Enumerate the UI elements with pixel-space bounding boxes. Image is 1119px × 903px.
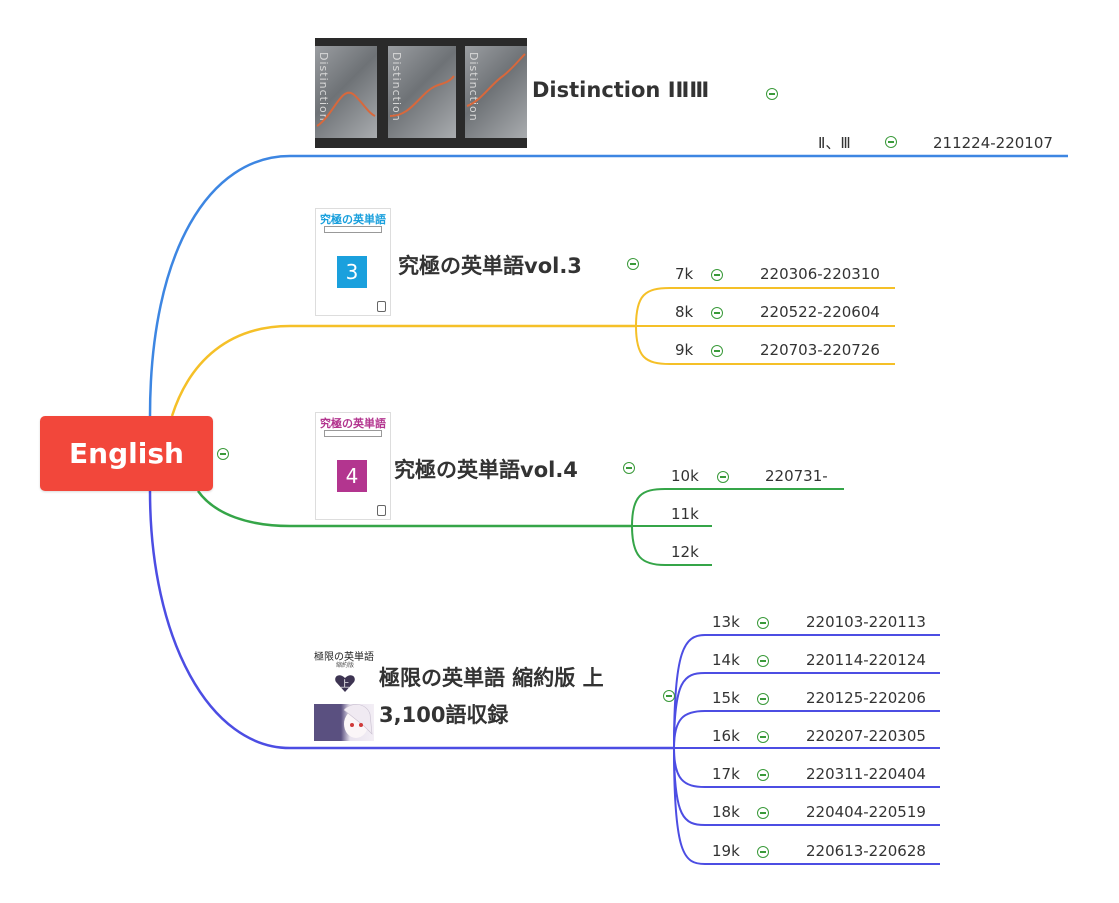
- leaf-date[interactable]: 220522-220604: [760, 303, 880, 321]
- kyokugen-collapse-icon[interactable]: [663, 690, 675, 702]
- leaf-label[interactable]: 12k: [671, 543, 699, 561]
- leaf-date[interactable]: 220207-220305: [806, 727, 926, 745]
- cover-title: 究極の英単語: [320, 213, 386, 226]
- distinction-cover-3: Distinction: [465, 46, 527, 138]
- leaf-collapse-icon[interactable]: [757, 807, 769, 819]
- leaf-label[interactable]: 17k: [712, 765, 740, 783]
- branch-title-distinction[interactable]: Distinction ⅠⅡⅢ: [532, 78, 710, 102]
- branch-line-distinction: [148, 154, 1068, 417]
- kyukyoku-4-collapse-icon[interactable]: [623, 462, 635, 474]
- distinction-cover-image: Distinction Distinction Distinction: [315, 38, 527, 148]
- leaf-collapse-icon[interactable]: [757, 693, 769, 705]
- leaf-label[interactable]: 10k: [671, 467, 699, 485]
- leaf-collapse-icon[interactable]: [885, 136, 897, 148]
- leaf-date[interactable]: 220125-220206: [806, 689, 926, 707]
- kyukyoku-4-cover-image: 究極の英単語 4: [315, 412, 391, 520]
- kyukyoku-3-collapse-icon[interactable]: [627, 258, 639, 270]
- branch-line-kyukyoku-4: [196, 490, 632, 528]
- root-node[interactable]: English: [40, 416, 213, 491]
- leaf-label[interactable]: 16k: [712, 727, 740, 745]
- leaf-collapse-icon[interactable]: [757, 846, 769, 858]
- leaf-label[interactable]: 7k: [675, 265, 694, 283]
- leaf-date[interactable]: 220311-220404: [806, 765, 926, 783]
- cover-number: 4: [337, 460, 367, 492]
- cover-title: 究極の英単語: [320, 417, 386, 430]
- branch-title-kyokugen-line1[interactable]: 極限の英単語 縮約版 上: [379, 666, 604, 690]
- leaf-label[interactable]: 18k: [712, 803, 740, 821]
- leaf-date[interactable]: 220306-220310: [760, 265, 880, 283]
- cover-title: 極限の英単語: [314, 652, 374, 663]
- leaf-label[interactable]: 14k: [712, 651, 740, 669]
- branch-line-kyukyoku-3: [170, 324, 636, 417]
- leaf-collapse-icon[interactable]: [757, 769, 769, 781]
- leaf-label[interactable]: 9k: [675, 341, 694, 359]
- branch-title-kyukyoku-3[interactable]: 究極の英単語vol.3: [398, 254, 582, 278]
- leaf-collapse-icon[interactable]: [757, 617, 769, 629]
- cover-number: 3: [337, 256, 367, 288]
- leaf-label[interactable]: 15k: [712, 689, 740, 707]
- leaf-date[interactable]: 220114-220124: [806, 651, 926, 669]
- leaf-collapse-icon[interactable]: [757, 655, 769, 667]
- leaf-collapse-icon[interactable]: [711, 345, 723, 357]
- leaf-date[interactable]: 220731-: [765, 467, 828, 485]
- leaf-collapse-icon[interactable]: [711, 307, 723, 319]
- heart-icon: 上: [335, 675, 355, 692]
- root-label: English: [69, 437, 184, 470]
- branch-title-kyukyoku-4[interactable]: 究極の英単語vol.4: [394, 458, 578, 482]
- leaf-label[interactable]: Ⅱ、Ⅲ: [818, 134, 851, 152]
- distinction-cover-2: Distinction: [388, 46, 456, 138]
- distinction-collapse-icon[interactable]: [766, 88, 778, 100]
- leaf-label[interactable]: 11k: [671, 505, 699, 523]
- leaf-date[interactable]: 220103-220113: [806, 613, 926, 631]
- leaf-date[interactable]: 220703-220726: [760, 341, 880, 359]
- leaf-label[interactable]: 13k: [712, 613, 740, 631]
- leaf-collapse-icon[interactable]: [757, 731, 769, 743]
- cover-subtitle: 縮約版: [336, 662, 355, 669]
- kyukyoku-3-cover-image: 究極の英単語 3: [315, 208, 391, 316]
- leaf-label[interactable]: 19k: [712, 842, 740, 860]
- root-collapse-icon[interactable]: [217, 448, 229, 460]
- leaf-collapse-icon[interactable]: [711, 269, 723, 281]
- cover-mark: 上: [340, 679, 349, 690]
- leaf-date[interactable]: 220613-220628: [806, 842, 926, 860]
- leaf-date[interactable]: 220404-220519: [806, 803, 926, 821]
- leaf-label[interactable]: 8k: [675, 303, 694, 321]
- kyokugen-cover-image: 極限の英単語 縮約版 上: [314, 648, 376, 742]
- cover-illustration: [314, 704, 374, 741]
- leaf-collapse-icon[interactable]: [717, 471, 729, 483]
- leaf-date[interactable]: 211224-220107: [933, 134, 1053, 152]
- distinction-cover-1: Distinction: [315, 46, 377, 138]
- branch-line-kyokugen: [148, 490, 674, 750]
- branch-title-kyokugen-line2[interactable]: 3,100語収録: [379, 703, 509, 727]
